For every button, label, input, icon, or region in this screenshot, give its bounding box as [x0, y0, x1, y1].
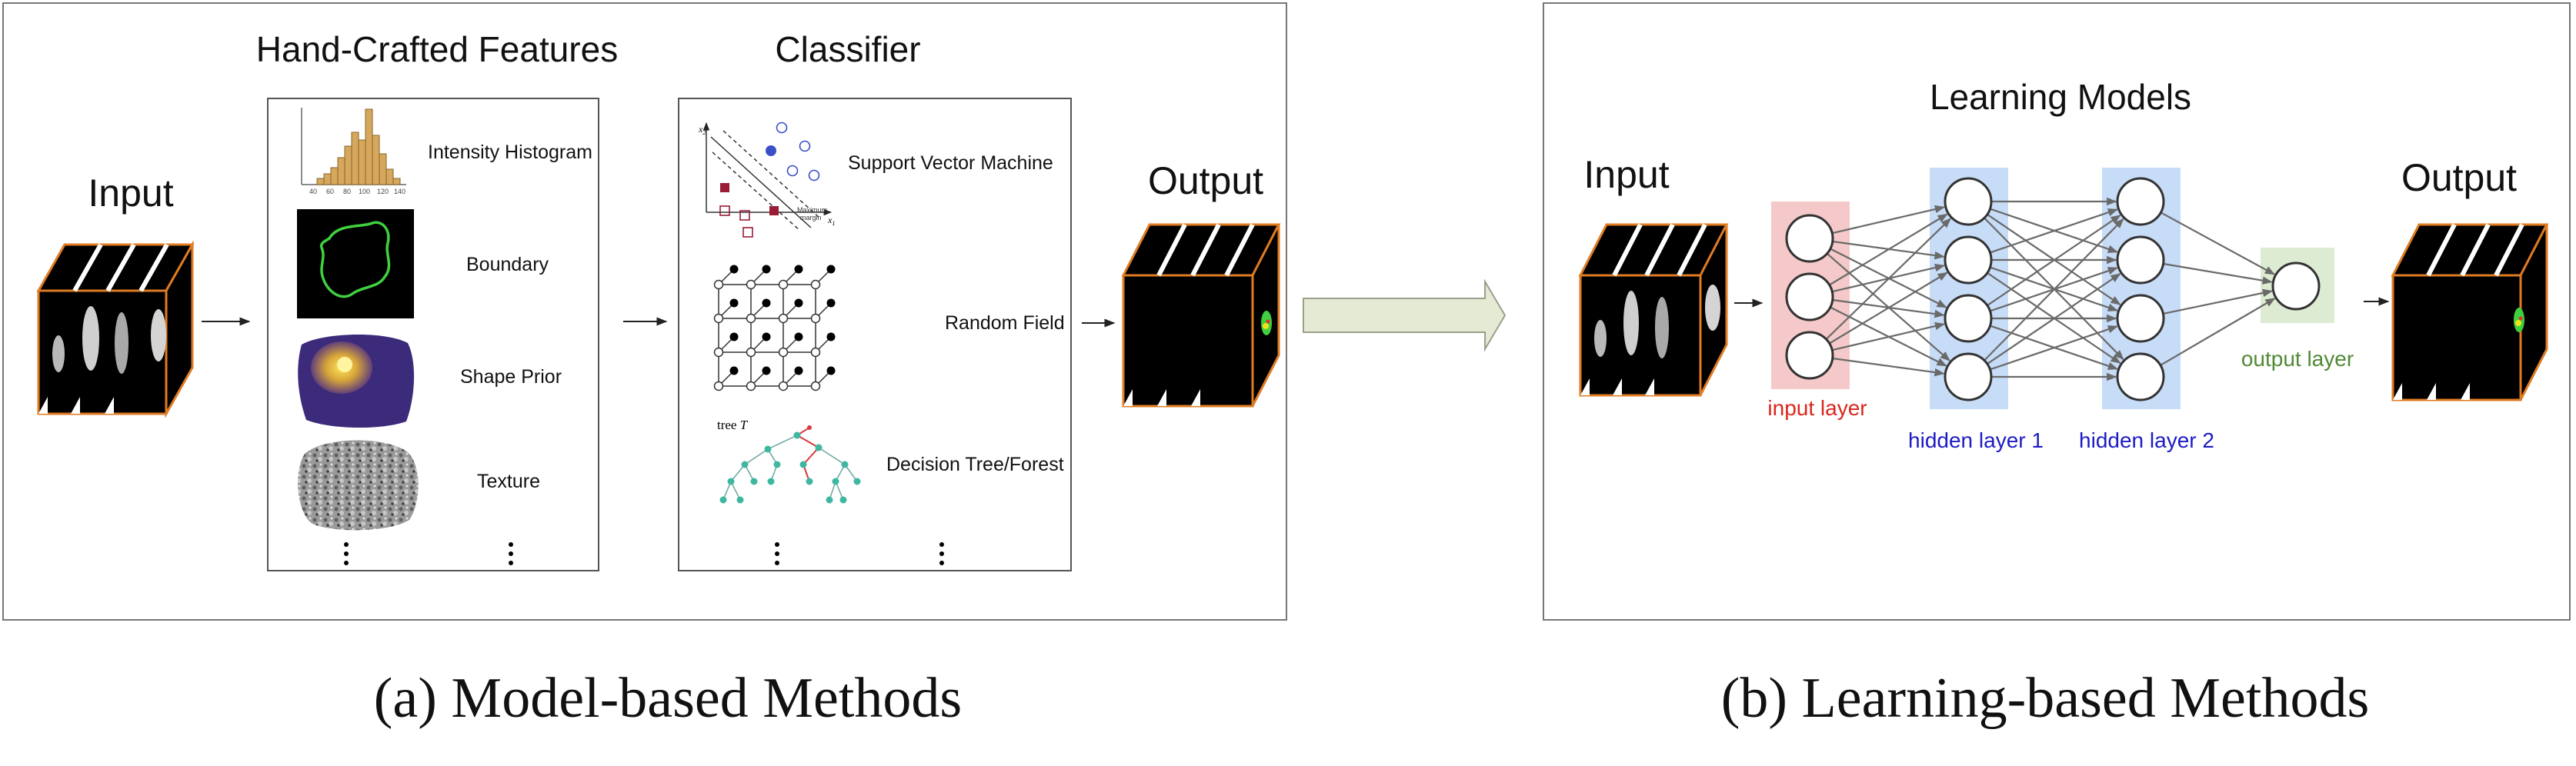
network-edge: [1831, 205, 1946, 235]
output-node: [2271, 261, 2321, 311]
input-label-b: Input: [1583, 153, 1669, 196]
features-more-ellipsis: [344, 542, 513, 565]
caption-b: (b) Learning-based Methods: [1721, 667, 2370, 730]
decision-tree-thumbnail: tree T: [717, 418, 861, 504]
input-node: [1785, 214, 1834, 263]
input-label-a: Input: [88, 172, 173, 215]
panel-a-frame: [2, 2, 1287, 621]
random-field-thumbnail: [713, 265, 836, 391]
svm-axis-x2: x2: [698, 124, 706, 136]
network-edge: [1832, 357, 1945, 377]
network-edge: [1984, 218, 2124, 361]
hidden-1-node: [1944, 352, 1993, 401]
hidden-1-node: [1944, 177, 1993, 226]
input-layer-label: input layer: [1767, 396, 1867, 420]
hidden-2-node: [2116, 294, 2165, 343]
svm-margin-label-2: margin: [800, 214, 822, 221]
hist-tick-2: 60: [326, 188, 334, 195]
hidden-1-node: [1944, 294, 1993, 343]
classifier-label-decision-tree: Decision Tree/Forest: [886, 454, 1064, 475]
input-node: [1785, 272, 1834, 321]
hist-tick-4: 100: [359, 188, 370, 195]
tree-label: tree T: [717, 418, 749, 432]
hidden-2-node: [2116, 235, 2165, 285]
output-volume-cube-b: [2391, 223, 2549, 401]
output-label-b: Output: [2401, 156, 2517, 199]
classifier-box: [678, 98, 1072, 571]
network-edge: [2160, 211, 2276, 275]
network-edge: [2163, 262, 2273, 285]
classifier-title: Classifier: [775, 29, 920, 69]
network-connections: [1825, 197, 2276, 381]
feature-label-shape-prior: Shape Prior: [460, 366, 562, 388]
output-label-a: Output: [1148, 159, 1263, 202]
svm-axis-x1: x1: [827, 215, 835, 227]
network-edge: [2160, 298, 2276, 366]
hist-tick-5: 120: [377, 188, 389, 195]
network-edge: [1987, 273, 2121, 365]
network-edge: [1825, 218, 1951, 340]
input-node: [1785, 331, 1834, 380]
network-edge: [1829, 213, 1948, 286]
shape-prior-thumbnail: [297, 329, 415, 429]
panel-transition-arrow: [1303, 278, 1507, 352]
output-layer-label: output layer: [2241, 347, 2354, 371]
network-edge: [1831, 321, 1946, 351]
hidden-layer-2-label: hidden layer 2: [2079, 428, 2214, 452]
learning-models-title: Learning Models: [1930, 77, 2191, 117]
network-edge: [1829, 271, 1948, 345]
network-edge: [1990, 325, 2118, 371]
svm-margin-label-1: Maximum: [797, 206, 827, 214]
network-edge: [1990, 208, 2118, 254]
hidden-2-node: [2116, 177, 2165, 226]
output-volume-cube-a: [1121, 223, 1281, 408]
panel-model-based: Hand-Crafted Features Classifier Input: [2, 2, 1287, 621]
hidden-layer-1-label: hidden layer 1: [1908, 428, 2044, 452]
caption-a: (a) Model-based Methods: [374, 667, 962, 730]
hidden-2-node: [2116, 352, 2165, 401]
hist-tick-1: 40: [309, 188, 317, 195]
boundary-thumbnail: [297, 209, 414, 318]
svm-thumbnail: x2 x1 Maximum margin: [698, 122, 835, 238]
network-edge: [1987, 215, 2121, 307]
features-title: Hand-Crafted Features: [256, 29, 618, 69]
texture-thumbnail: [297, 440, 419, 531]
feature-label-texture: Texture: [477, 471, 540, 492]
classifier-label-svm: Support Vector Machine: [848, 152, 1053, 174]
feature-label-boundary: Boundary: [466, 254, 549, 275]
input-volume-cube-b: [1578, 223, 1729, 397]
hidden-1-node: [1944, 235, 1993, 285]
feature-label-histogram: Intensity Histogram: [428, 142, 592, 163]
classifier-label-random-field: Random Field: [945, 312, 1065, 334]
network-nodes: [1785, 177, 2321, 401]
intensity-histogram-thumbnail: 40 60 80 100 120 140: [301, 108, 406, 195]
hist-tick-6: 140: [394, 188, 405, 195]
network-edge: [2163, 288, 2273, 315]
panel-learning-based: Learning Models Input Output: [1543, 2, 2571, 621]
classifier-more-ellipsis: [775, 542, 944, 565]
hist-tick-3: 80: [343, 188, 351, 195]
input-volume-cube-a: [36, 240, 195, 418]
